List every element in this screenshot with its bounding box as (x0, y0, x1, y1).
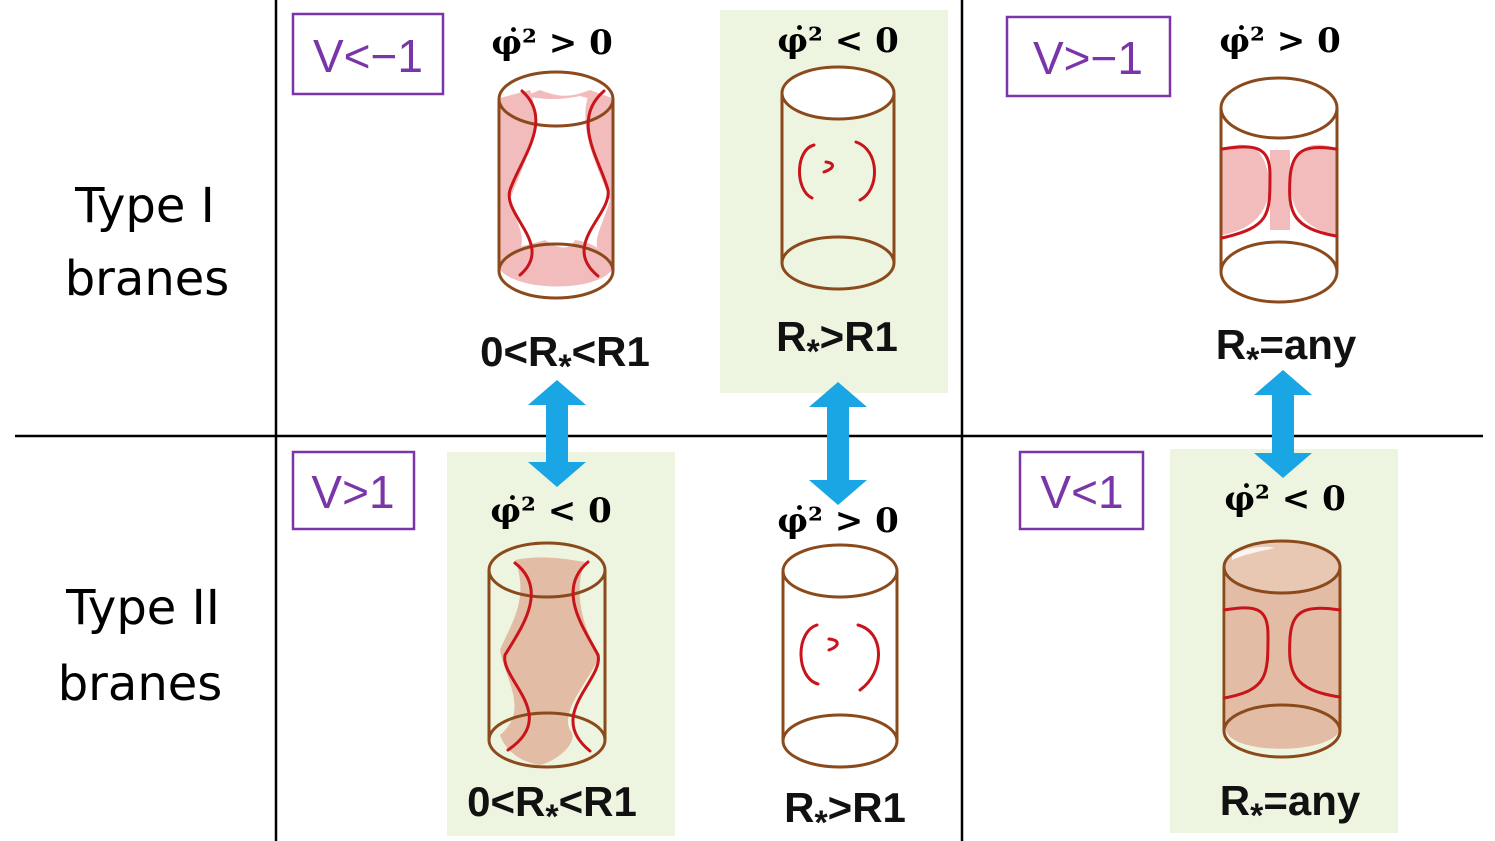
v-label-lt-1: V<1 (1040, 466, 1123, 518)
double-arrow-icon (528, 380, 586, 487)
row-label-type1-line1: Type I (74, 178, 215, 234)
phi-label-top-middle: φ̇² < 0 (777, 21, 898, 61)
phi-label-top-left: φ̇² > 0 (491, 23, 612, 63)
row-label-type2-line1: Type II (65, 580, 220, 636)
cylinder-icon (780, 65, 896, 291)
cylinder-icon (497, 70, 615, 300)
v-box-lt-1: V<1 (1018, 450, 1145, 531)
v-box-gt-1: V>1 (291, 450, 416, 531)
cylinder-icon (1222, 539, 1342, 759)
row-label-type1-line2: branes (65, 251, 230, 307)
r-label-bottom-left: 0<R*<R1 (467, 778, 637, 836)
cylinder-icon (487, 541, 607, 769)
phi-label-top-right: φ̇² > 0 (1219, 21, 1340, 61)
phi-label-bottom-right: φ̇² < 0 (1224, 479, 1345, 519)
double-arrow-icon (809, 382, 867, 505)
r-label-top-left: 0<R*<R1 (480, 328, 650, 386)
phi-label-bottom-middle: φ̇² > 0 (777, 501, 898, 541)
v-label-lt-minus1: V<−1 (313, 30, 423, 82)
v-box-lt-minus1: V<−1 (291, 12, 445, 96)
row-label-type2-line2: branes (58, 656, 223, 712)
phi-label-bottom-left: φ̇² < 0 (490, 491, 611, 531)
r-label-top-right: R*=any (1216, 321, 1357, 379)
v-label-gt-1: V>1 (311, 466, 394, 518)
double-arrow-icon (1254, 370, 1312, 478)
cylinder-icon (1219, 76, 1339, 304)
r-label-bottom-middle: R*>R1 (784, 784, 906, 841)
cylinder-icon (781, 543, 899, 769)
r-label-top-middle: R*>R1 (776, 313, 898, 371)
r-label-bottom-right: R*=any (1220, 777, 1361, 835)
v-box-gt-minus1: V>−1 (1005, 15, 1172, 98)
v-label-gt-minus1: V>−1 (1033, 32, 1143, 84)
